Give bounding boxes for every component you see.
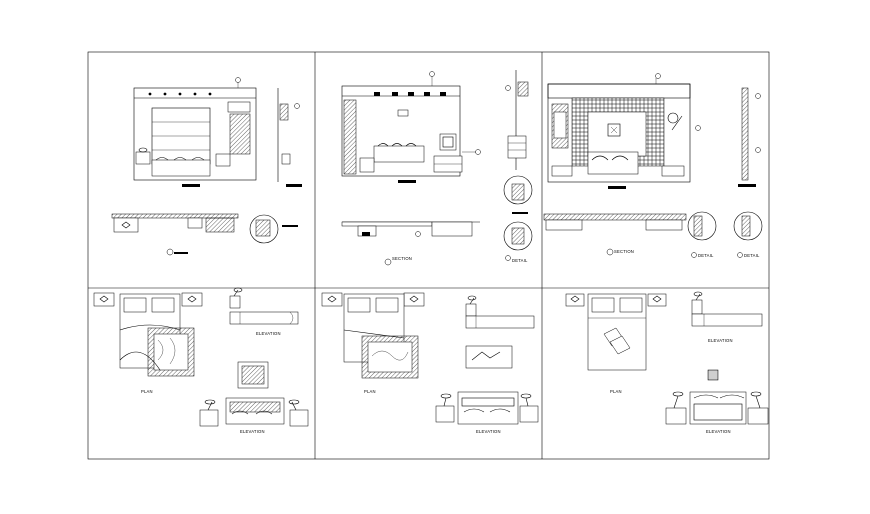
- bed-side-elevation-3: [691, 291, 763, 327]
- bed-side-elevation-1: [229, 287, 299, 325]
- wall-art-1: [237, 361, 269, 389]
- floor-section-3: [543, 213, 687, 256]
- wall-section-1: [277, 88, 302, 187]
- wall-section-3: [738, 87, 761, 187]
- detail-callout-1: [249, 214, 298, 244]
- section-label-mid: SECTION: [392, 256, 412, 261]
- panel-top-middle: SECTION DETAIL: [341, 70, 533, 266]
- wall-elevation-3: [547, 73, 701, 189]
- sheet-frame: [87, 51, 770, 460]
- panel-top-left: [111, 77, 302, 256]
- elevation-label-4: ELEVATION: [708, 338, 733, 343]
- detail-callouts-2: [503, 175, 533, 261]
- floor-section-1: [111, 213, 239, 256]
- wall-art-3: [707, 369, 719, 381]
- detail-callouts-3: [687, 211, 763, 258]
- elevation-label-1: ELEVATION: [256, 331, 281, 336]
- bed-front-elevation-2: [435, 391, 539, 425]
- bed-front-elevation-3: [665, 391, 769, 425]
- detail-label-right-2: DETAIL: [744, 253, 760, 258]
- bed-plan-2: [321, 292, 425, 379]
- plan-label-1: PLAN: [141, 389, 153, 394]
- panel-bottom-left: PLAN ELEVATION ELEVATION: [93, 287, 309, 434]
- floor-section-2: [341, 221, 480, 266]
- plan-label-2: PLAN: [364, 389, 376, 394]
- panel-top-right: SECTION DETAIL DETAIL: [543, 73, 763, 258]
- bed-plan-3: [565, 293, 667, 371]
- wall-elevation-1: [133, 77, 257, 187]
- bed-plan-1: [93, 292, 203, 377]
- detail-label-mid: DETAIL: [512, 258, 528, 263]
- wall-section-2: [505, 70, 529, 170]
- panel-bottom-right: PLAN ELEVATION ELEVATION: [565, 291, 769, 434]
- wall-elevation-2: [341, 71, 481, 183]
- elevation-label-5: ELEVATION: [706, 429, 731, 434]
- elevation-label-2: ELEVATION: [240, 429, 265, 434]
- bed-front-elevation-1: [199, 397, 309, 427]
- plan-label-3: PLAN: [610, 389, 622, 394]
- elevation-label-3: ELEVATION: [476, 429, 501, 434]
- panel-bottom-middle: PLAN ELEVATION: [321, 292, 539, 434]
- bed-side-elevation-2: [465, 295, 535, 329]
- detail-label-right-1: DETAIL: [698, 253, 714, 258]
- section-label-right: SECTION: [614, 249, 634, 254]
- wall-art-2: [465, 345, 513, 369]
